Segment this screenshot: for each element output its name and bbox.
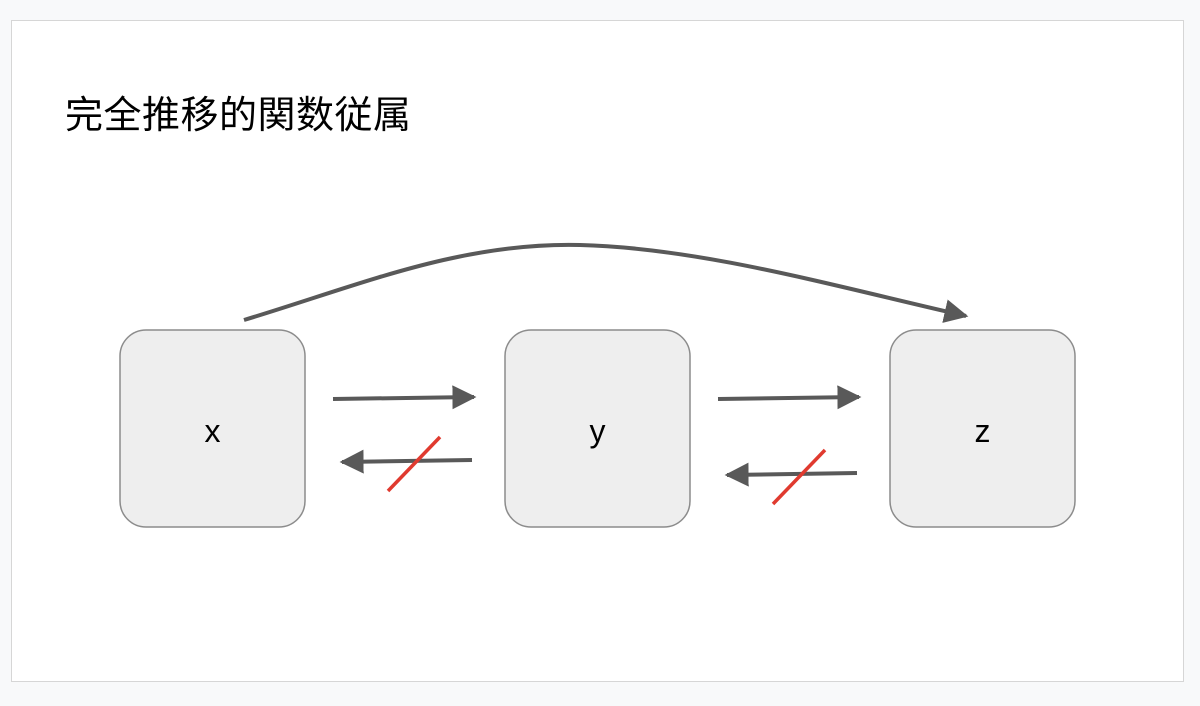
negation-slash-z-to-y — [771, 448, 827, 506]
node-y-label: y — [590, 413, 606, 449]
edge-y-to-z — [717, 385, 862, 410]
node-x[interactable]: x — [119, 329, 306, 528]
node-z[interactable]: z — [889, 329, 1076, 528]
edge-y-to-x — [339, 449, 473, 474]
edge-x-to-z — [243, 242, 969, 323]
node-y[interactable]: y — [504, 329, 691, 528]
node-x-label: x — [205, 413, 221, 449]
negation-slash-y-to-x — [386, 435, 442, 493]
node-z-label: z — [975, 413, 991, 449]
edge-z-to-y — [724, 462, 858, 487]
edge-x-to-y — [332, 385, 477, 410]
page-title: 完全推移的関数従属 — [65, 93, 412, 137]
